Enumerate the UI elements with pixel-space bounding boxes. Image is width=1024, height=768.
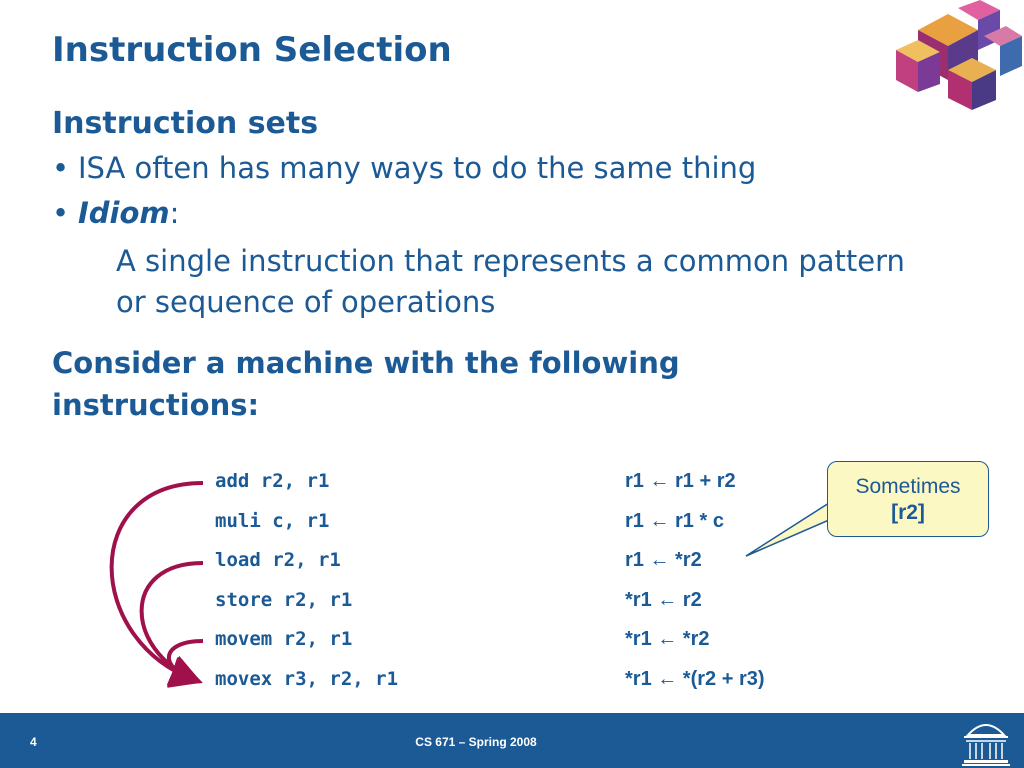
bullet-marker: • xyxy=(52,151,70,185)
course-label: CS 671 – Spring 2008 xyxy=(415,735,537,749)
arrow-load-to-movex xyxy=(139,561,204,686)
callout-line1: Sometimes xyxy=(855,475,961,498)
instruction-semantics: r1 ← *r2 xyxy=(625,549,702,571)
instruction-asm: movex r3, r2, r1 xyxy=(215,668,399,690)
idiom-term: Idiom xyxy=(78,196,170,230)
idiom-colon: : xyxy=(169,196,180,230)
instruction-semantics: *r1 ← r2 xyxy=(625,589,702,611)
bullet-idiom: •Idiom: xyxy=(52,196,179,230)
instruction-semantics: r1 ← r1 + r2 xyxy=(625,470,736,492)
callout-sometimes: Sometimes [r2] xyxy=(827,461,989,537)
footer-bar: 4 CS 671 – Spring 2008 xyxy=(0,713,1024,768)
instruction-asm: add r2, r1 xyxy=(215,470,330,492)
annotation-overlay xyxy=(109,481,830,688)
instruction-asm: load r2, r1 xyxy=(215,549,341,571)
instruction-asm: movem r2, r1 xyxy=(215,628,353,650)
idiom-description: A single instruction that represents a c… xyxy=(116,244,905,319)
section-heading-machine: Consider a machine with the following in… xyxy=(52,346,680,422)
section-heading-instruction-sets: Instruction sets xyxy=(52,106,319,141)
instruction-semantics: *r1 ← *(r2 + r3) xyxy=(625,668,765,690)
bullet-isa-many-ways: •ISA often has many ways to do the same … xyxy=(52,151,756,185)
rotunda-icon xyxy=(962,724,1010,766)
arrow-movem-to-movex xyxy=(166,639,204,688)
callout-line2: [r2] xyxy=(891,501,925,524)
callout-pointer xyxy=(745,501,830,557)
instruction-asm: muli c, r1 xyxy=(215,510,330,532)
slide-number: 4 xyxy=(30,735,37,749)
cube-puzzle-logo xyxy=(896,0,1022,110)
arrow-add-to-movex xyxy=(109,481,204,687)
slide-title: Instruction Selection xyxy=(52,30,452,70)
instruction-semantics: *r1 ← *r2 xyxy=(625,628,710,650)
bullet-marker: • xyxy=(52,196,70,230)
instruction-semantics: r1 ← r1 * c xyxy=(625,510,724,532)
instruction-asm: store r2, r1 xyxy=(215,589,353,611)
bullet-text: ISA often has many ways to do the same t… xyxy=(78,151,757,185)
